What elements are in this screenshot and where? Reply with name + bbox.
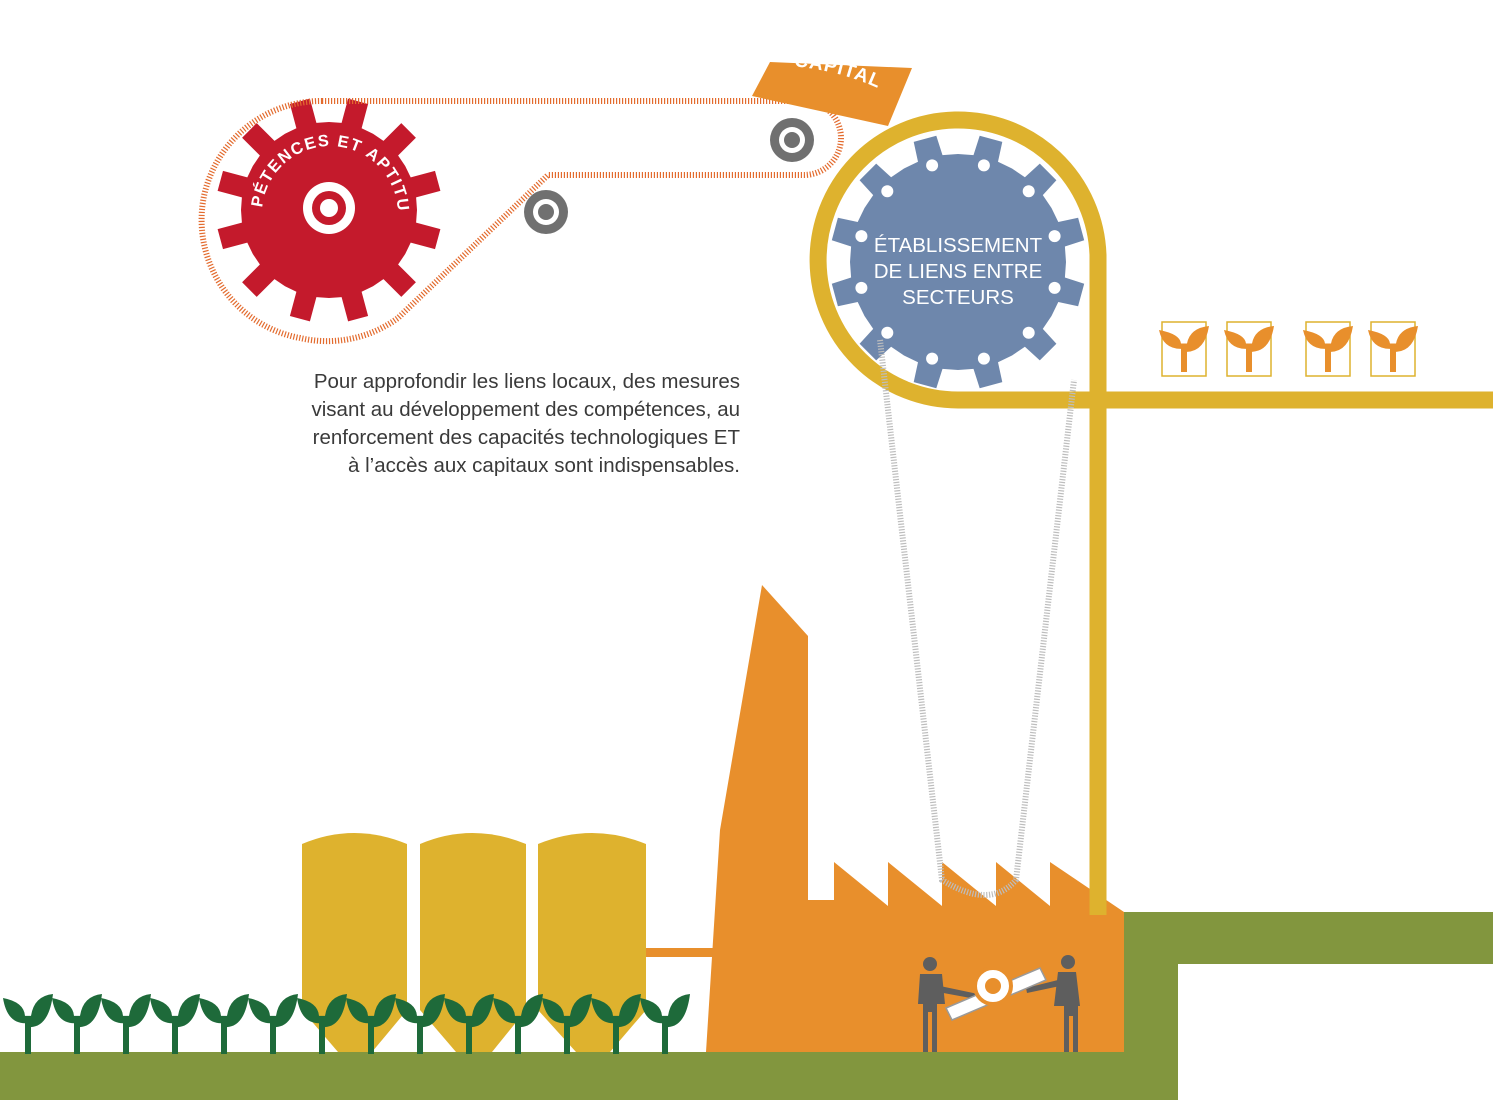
pulley-icon bbox=[524, 118, 814, 234]
gear-hole bbox=[855, 230, 868, 243]
caption-line: visant au développement des compétences,… bbox=[311, 398, 741, 421]
gear-hole bbox=[1048, 230, 1061, 243]
caption-line: Pour approfondir les liens locaux, des m… bbox=[313, 370, 740, 393]
blue-gear-body bbox=[831, 135, 1085, 389]
svg-text:DE LIENS ENTRE: DE LIENS ENTRE bbox=[874, 260, 1043, 283]
svg-text:ÉTABLISSEMENT: ÉTABLISSEMENT bbox=[874, 234, 1043, 257]
gear-hole bbox=[1022, 185, 1035, 198]
plant-icon bbox=[101, 994, 151, 1054]
plant-icon bbox=[542, 994, 592, 1054]
blue-gear-label: ÉTABLISSEMENT DE LIENS ENTRE SECTEURS bbox=[874, 234, 1043, 309]
plant-icon bbox=[1303, 326, 1353, 372]
plant-row bbox=[3, 994, 690, 1054]
plant-icon bbox=[395, 994, 445, 1054]
plant-icon bbox=[591, 994, 641, 1054]
plant-icons bbox=[1159, 321, 1418, 377]
gear-hole bbox=[926, 159, 939, 172]
red-gear-center-icon bbox=[303, 182, 355, 234]
person-icon bbox=[1026, 955, 1080, 1052]
gear-hole bbox=[977, 159, 990, 172]
plant-icon bbox=[444, 994, 494, 1054]
caption-line: à l’accès aux capitaux sont indispensabl… bbox=[347, 454, 740, 477]
plant-icon bbox=[3, 994, 53, 1054]
plant-icon bbox=[493, 994, 543, 1054]
gear-hole bbox=[1022, 326, 1035, 339]
yellow-track bbox=[809, 111, 1493, 915]
orange-belt bbox=[198, 97, 844, 345]
svg-text:SECTEURS: SECTEURS bbox=[902, 286, 1014, 309]
gear-hole bbox=[977, 352, 990, 365]
plant-icon bbox=[248, 994, 298, 1054]
plant-icon bbox=[1368, 326, 1418, 372]
plant-icon bbox=[346, 994, 396, 1054]
plant-icon bbox=[640, 994, 690, 1054]
gear-hole bbox=[881, 326, 894, 339]
plant-icon bbox=[199, 994, 249, 1054]
gear-hole bbox=[855, 281, 868, 294]
gear-hole bbox=[881, 185, 894, 198]
wrench-icon bbox=[944, 966, 1048, 1021]
ground-right bbox=[1118, 912, 1493, 964]
person-icon bbox=[918, 957, 978, 1052]
factory-pipe bbox=[600, 948, 720, 957]
factory-icon bbox=[706, 585, 1124, 1052]
plant-icon bbox=[1159, 326, 1209, 372]
gear-hole bbox=[1048, 281, 1061, 294]
plant-icon bbox=[297, 994, 347, 1054]
ground-step bbox=[1118, 912, 1178, 1100]
silo-icon bbox=[302, 833, 646, 1052]
ground bbox=[0, 1052, 1178, 1100]
blue-gear-icon bbox=[831, 135, 1085, 389]
caption-text: Pour approfondir les liens locaux, des m… bbox=[150, 368, 741, 480]
plant-icon bbox=[150, 994, 200, 1054]
grey-belt bbox=[877, 339, 1077, 898]
gear-hole bbox=[926, 352, 939, 365]
plant-icon bbox=[1224, 326, 1274, 372]
capital-tag: CAPITAL bbox=[752, 50, 912, 126]
caption-line: renforcement des capacités technologique… bbox=[312, 426, 740, 449]
plant-icon bbox=[52, 994, 102, 1054]
